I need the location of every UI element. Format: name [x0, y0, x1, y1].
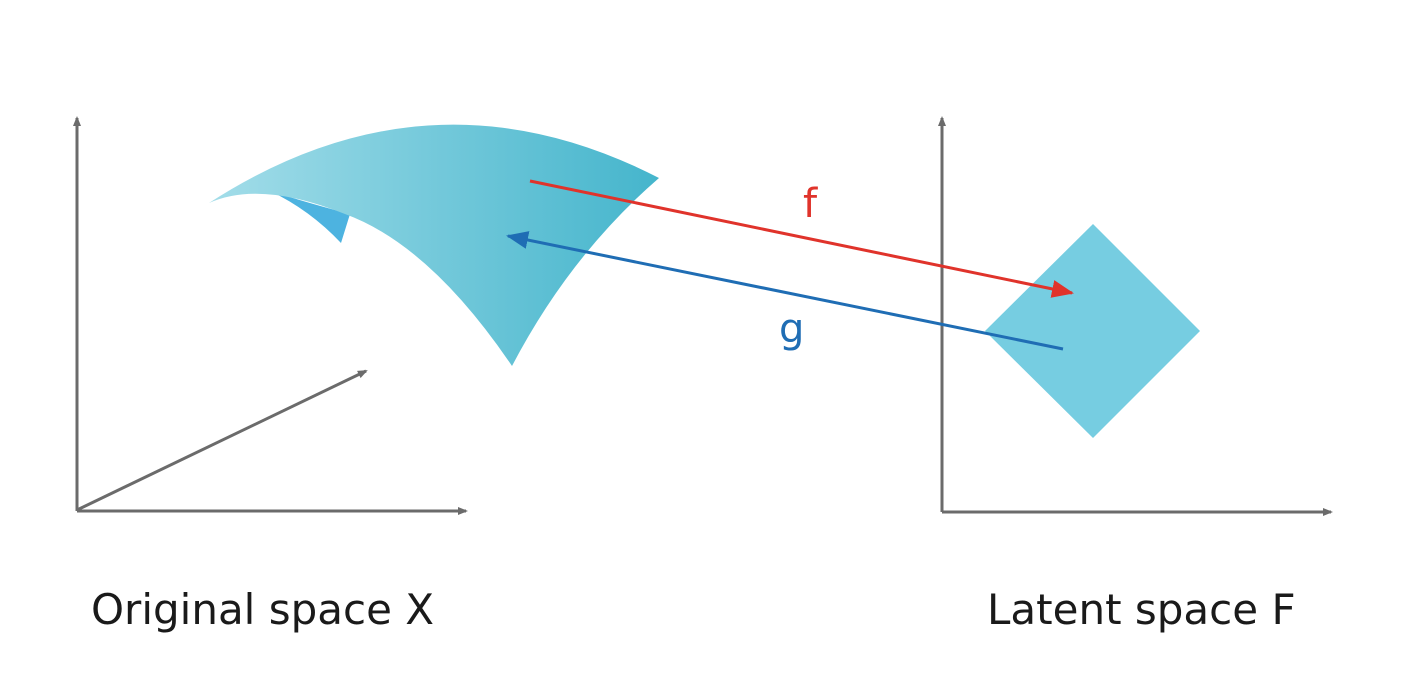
data-manifold [209, 124, 659, 366]
original-space-axes [73, 116, 468, 515]
encoder-label: f [803, 181, 818, 227]
latent-space-axes [938, 116, 1333, 516]
manifold-surface [209, 124, 659, 366]
latent-representation [985, 224, 1200, 438]
original-z-axis [76, 369, 368, 512]
decoder-arrow-g [506, 231, 1064, 351]
original-space-caption: Original space X [91, 585, 434, 634]
manifold-fold [270, 191, 350, 243]
encoder-arrow-f [529, 179, 1074, 298]
decoder-label: g [779, 306, 804, 352]
latent-space-caption: Latent space F [987, 585, 1296, 634]
